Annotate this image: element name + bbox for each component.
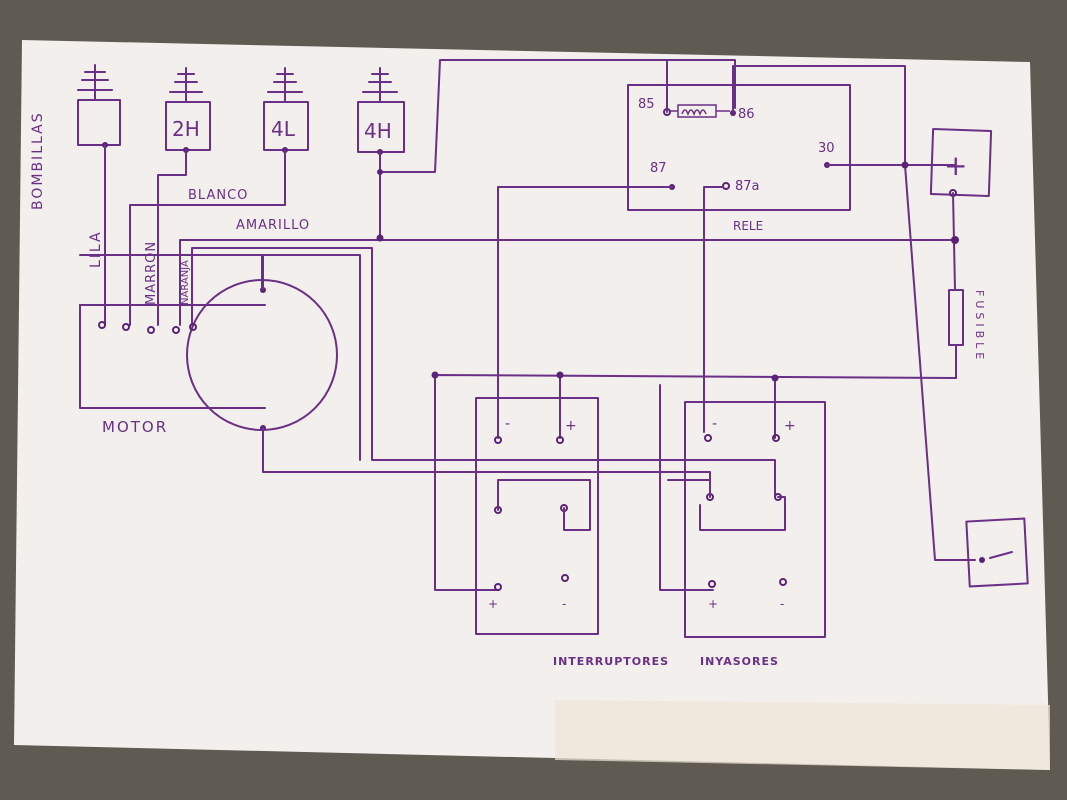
wire-label-marron: MARRON: [144, 241, 159, 305]
battery-positive-box: [929, 128, 993, 197]
bulbs-side-title: BOMBILLAS: [30, 111, 46, 210]
bulb-4h-label: 4H: [364, 119, 392, 143]
switch-top-minus: -: [505, 416, 510, 432]
sensors-box: [684, 401, 826, 638]
relay-pin-86: 86: [738, 107, 755, 122]
relay-pin-30: 30: [818, 141, 835, 156]
battery-negative: [965, 517, 1029, 588]
bulb-4h-antenna-icon: [362, 67, 398, 103]
switches-label: INTERRUPTORES: [553, 655, 669, 668]
paper-sheet: [14, 40, 1050, 770]
relay-pin-87a: 87a: [735, 179, 760, 194]
wire-label-lila: LILA: [88, 230, 104, 268]
bulb-4l-antenna-icon: [267, 67, 303, 103]
relay-pin-87: 87: [650, 161, 667, 176]
paper-shadow: [555, 700, 1050, 770]
bulb-1-antenna-icon: [77, 64, 113, 101]
relay-pin-85: 85: [638, 97, 655, 112]
bulb-2h-antenna-icon: [169, 67, 203, 103]
sensor-top-plus: +: [784, 418, 796, 434]
relay-label: RELE: [733, 219, 763, 233]
wire-label-amarillo: AMARILLO: [236, 218, 310, 233]
bulb-4h: 4H: [357, 67, 405, 155]
bulb-wires: [104, 59, 956, 496]
switch-bottom-plus: +: [488, 597, 498, 611]
sensor-bottom-minus: -: [780, 597, 784, 611]
fuse-label: FUSIBLE: [973, 290, 986, 363]
bulb-1-box: [77, 99, 121, 146]
sensor-top-minus: -: [712, 416, 717, 432]
switch-bottom-minus: -: [562, 597, 566, 611]
bulb-2h-label: 2H: [172, 117, 200, 141]
switches-box: [475, 397, 599, 635]
sensor-bottom-plus: +: [708, 597, 718, 611]
bulb-2h: 2H: [165, 67, 211, 153]
bulb-4l-label: 4L: [271, 117, 296, 141]
switch-top-plus: +: [565, 418, 577, 434]
battery-negative-box: [965, 517, 1029, 588]
sensors-label: INYASORES: [700, 655, 779, 668]
motor-label: MOTOR: [102, 418, 168, 436]
battery-positive: +: [929, 128, 993, 197]
battery-plus-symbol: +: [944, 149, 967, 182]
bulb-1: [77, 64, 121, 148]
bulb-4l: 4L: [263, 67, 309, 153]
wire-label-blanco: BLANCO: [188, 188, 248, 203]
relay-wires: [497, 59, 976, 561]
fuse: FUSIBLE: [948, 289, 986, 379]
wire-label-naranja: NARANJA: [180, 260, 191, 305]
motor-connector-pins: [98, 321, 197, 334]
sensors-panel: - + + -: [667, 401, 826, 638]
switches-panel: - + + -: [475, 397, 599, 635]
relay-box: [627, 84, 851, 211]
